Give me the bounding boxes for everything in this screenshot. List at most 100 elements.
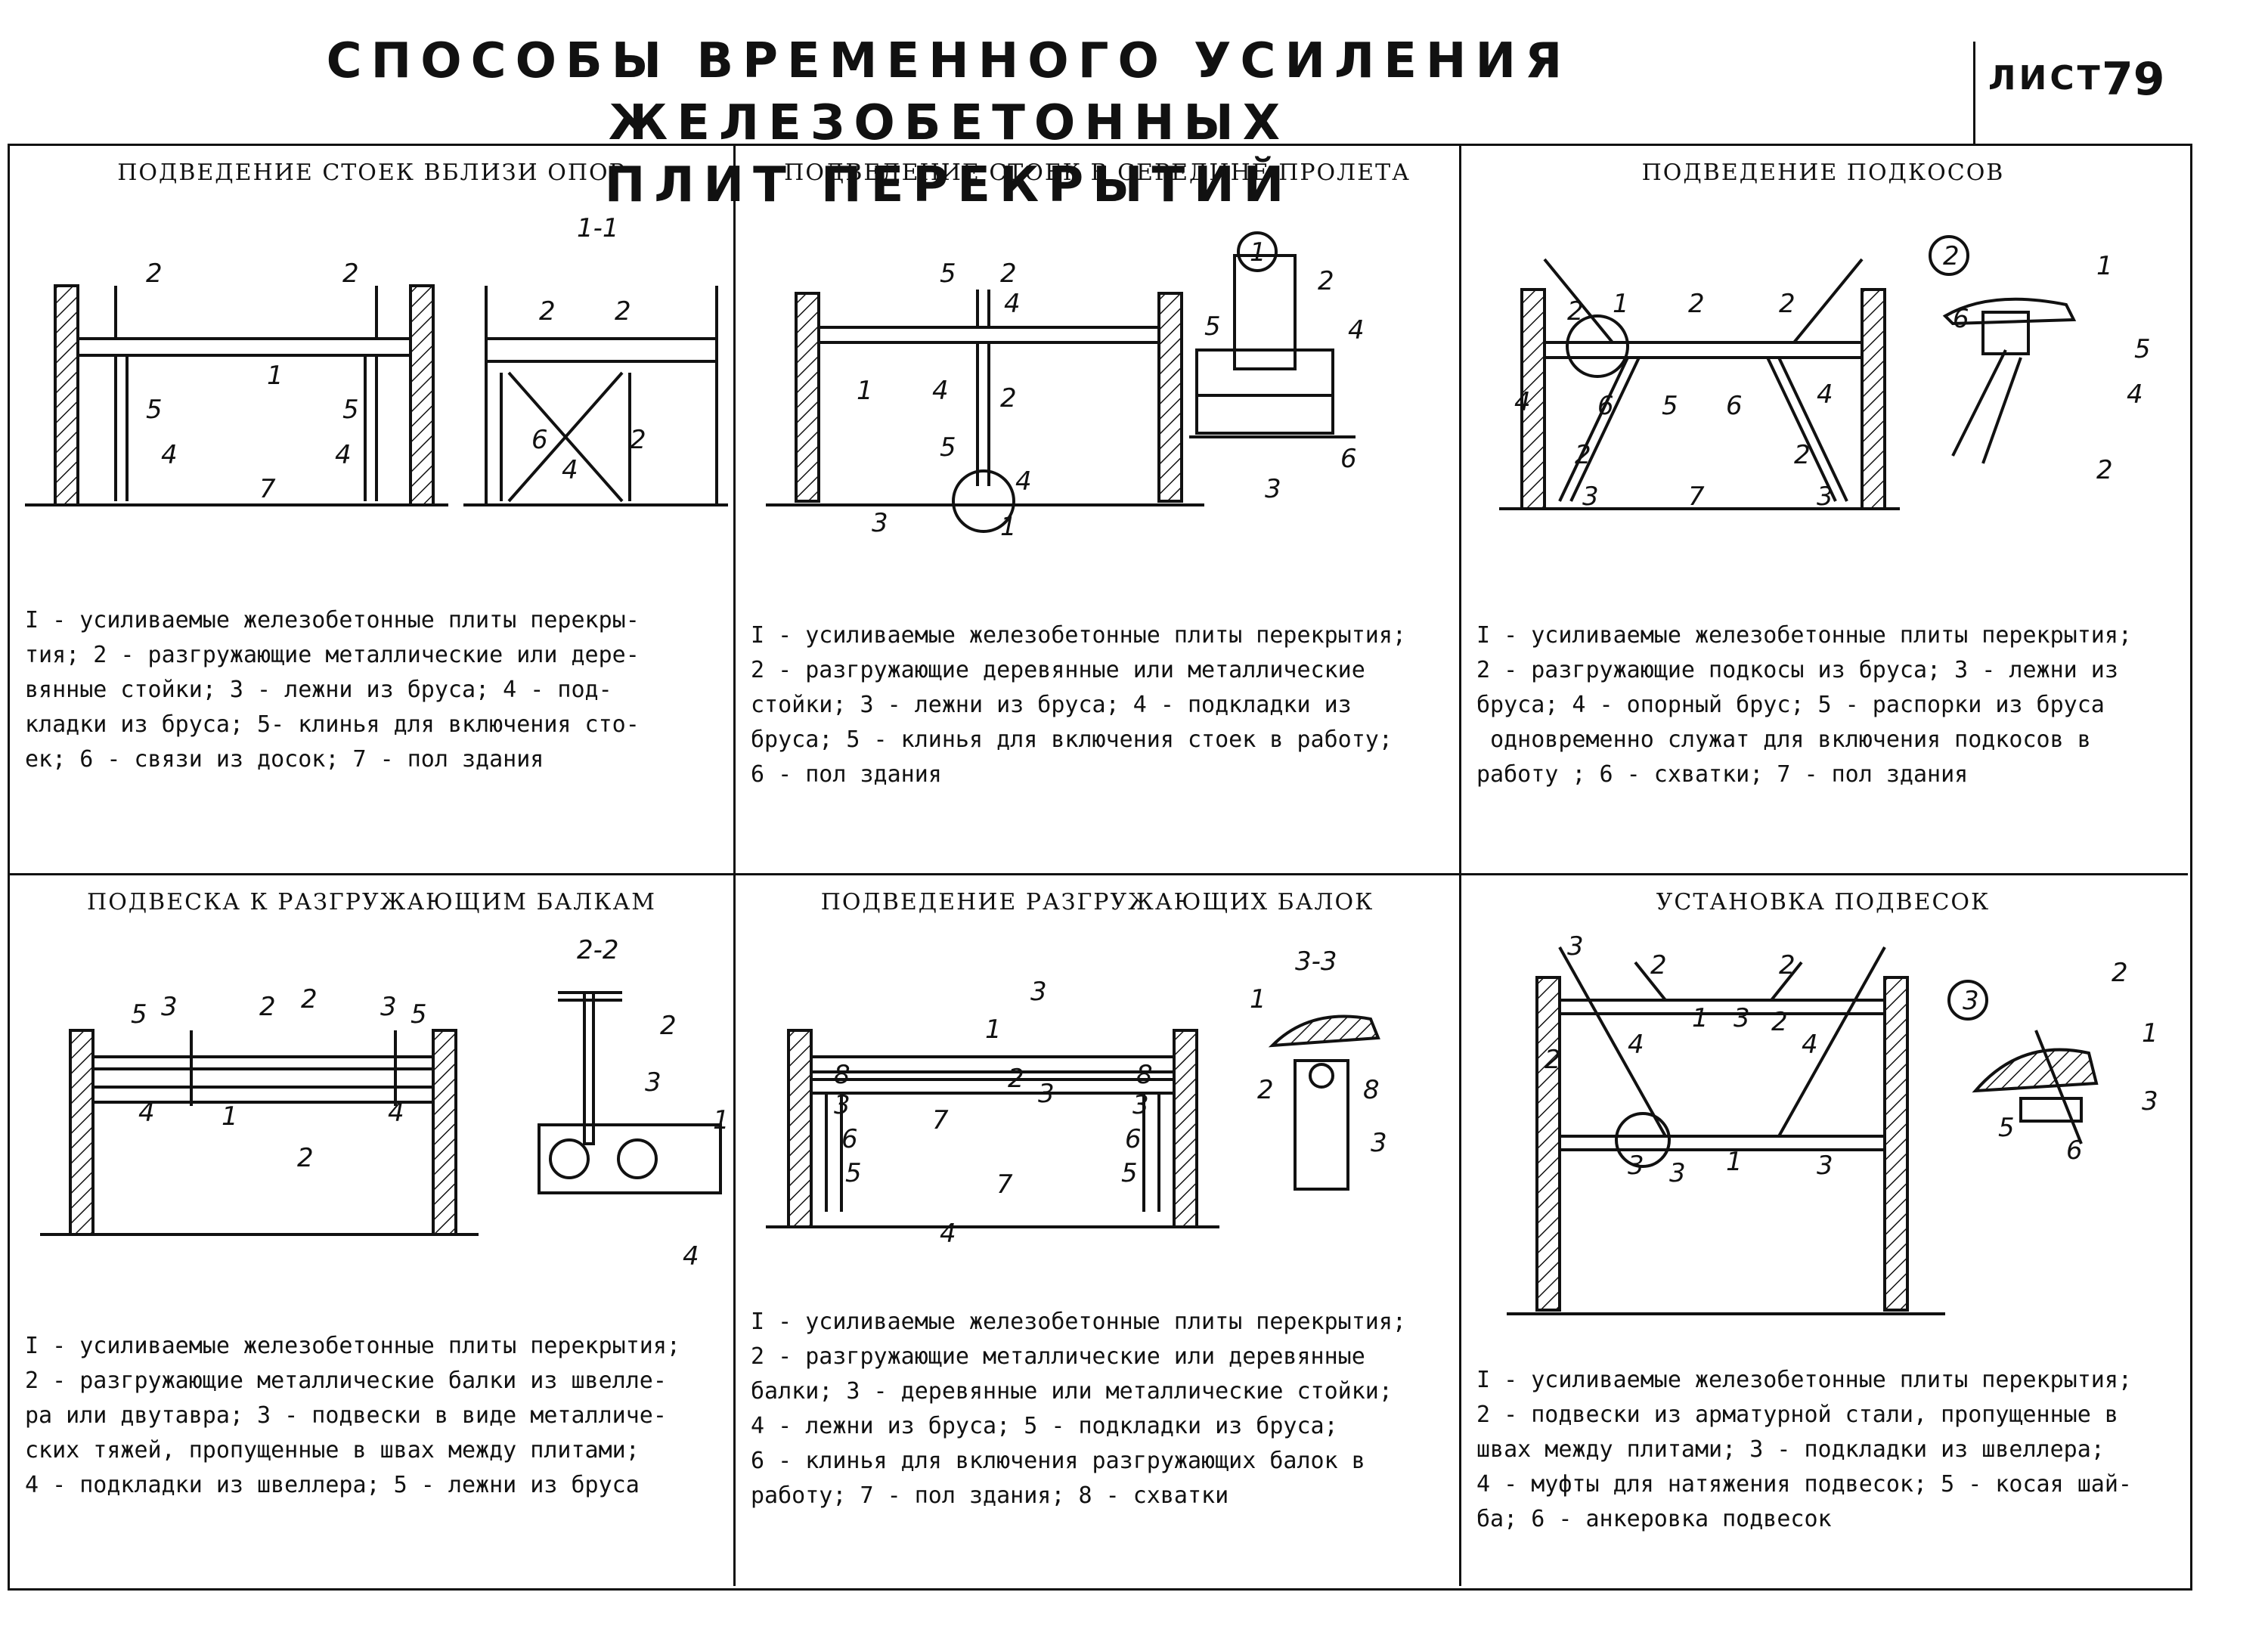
panel-title: УСТАНОВКА ПОДВЕСОК — [1656, 889, 1991, 915]
svg-text:3: 3 — [1817, 482, 1833, 512]
svg-text:5: 5 — [131, 999, 147, 1030]
svg-text:6: 6 — [1597, 391, 1614, 421]
svg-text:7: 7 — [932, 1105, 949, 1135]
panel-title: ПОДВЕДЕНИЕ РАЗГРУЖАЮЩИХ БАЛОК — [820, 889, 1374, 915]
svg-text:4: 4 — [562, 455, 578, 485]
svg-text:3: 3 — [2142, 1086, 2158, 1117]
svg-text:7: 7 — [996, 1169, 1013, 1200]
svg-text:7: 7 — [1688, 482, 1705, 512]
svg-text:3: 3 — [1030, 977, 1047, 1007]
panel-legend: I - усиливаемые железобетонные плиты пер… — [25, 607, 640, 773]
svg-text:6: 6 — [841, 1124, 858, 1154]
svg-text:3: 3 — [1265, 474, 1281, 504]
svg-text:2: 2 — [1943, 241, 1960, 271]
panel-title: ПОДВЕДЕНИЕ СТОЕК ВБЛИЗИ ОПОР — [117, 160, 626, 186]
svg-text:3: 3 — [1582, 482, 1599, 512]
svg-text:5: 5 — [1662, 391, 1678, 421]
svg-text:5: 5 — [411, 999, 427, 1030]
svg-text:2: 2 — [539, 296, 556, 327]
svg-text:3: 3 — [1371, 1128, 1387, 1158]
svg-text:1: 1 — [857, 376, 873, 406]
svg-text:2: 2 — [1575, 440, 1591, 470]
svg-text:4: 4 — [683, 1241, 699, 1272]
svg-text:1: 1 — [1250, 984, 1266, 1014]
svg-text:3: 3 — [1567, 931, 1584, 962]
svg-text:3-3: 3-3 — [1295, 946, 1337, 977]
svg-text:2: 2 — [301, 984, 318, 1014]
svg-text:3: 3 — [1669, 1158, 1686, 1188]
svg-text:1: 1 — [985, 1014, 1002, 1045]
panel-title: ПОДВЕСКА К РАЗГРУЖАЮЩИМ БАЛКАМ — [87, 889, 656, 915]
panel-legend: I - усиливаемые железобетонные плиты пер… — [1476, 1367, 2132, 1532]
svg-text:4: 4 — [1514, 387, 1531, 417]
svg-text:2: 2 — [630, 425, 646, 455]
svg-text:6: 6 — [1125, 1124, 1142, 1154]
svg-text:4: 4 — [1015, 466, 1032, 497]
svg-text:3: 3 — [380, 992, 397, 1022]
svg-text:5: 5 — [940, 432, 956, 463]
svg-text:2: 2 — [660, 1011, 677, 1041]
svg-text:3: 3 — [1132, 1090, 1149, 1120]
svg-text:2: 2 — [1257, 1075, 1274, 1105]
svg-text:4: 4 — [335, 440, 352, 470]
svg-text:3: 3 — [1628, 1151, 1644, 1181]
svg-text:4: 4 — [1004, 289, 1021, 319]
sheet-label: ЛИСТ — [1988, 59, 2103, 98]
sheet-number: 79 — [2102, 53, 2165, 106]
svg-text:5: 5 — [1121, 1158, 1138, 1188]
svg-text:2: 2 — [1779, 289, 1796, 319]
svg-text:2: 2 — [1779, 950, 1796, 980]
svg-text:4: 4 — [932, 376, 949, 406]
panel-title: ПОДВЕДЕНИЕ СТОЕК В СЕРЕДИНЕ ПРОЛЕТА — [784, 160, 1411, 186]
svg-text:4: 4 — [940, 1219, 956, 1249]
svg-text:7: 7 — [259, 474, 276, 504]
svg-text:3: 3 — [834, 1090, 850, 1120]
svg-text:2: 2 — [1545, 1045, 1561, 1075]
svg-text:2: 2 — [1771, 1007, 1788, 1037]
svg-text:1: 1 — [713, 1105, 730, 1135]
svg-text:6: 6 — [2066, 1135, 2083, 1166]
svg-text:3: 3 — [1038, 1079, 1055, 1109]
panel-legend: I - усиливаемые железобетонные плиты пер… — [751, 622, 1406, 788]
svg-text:5: 5 — [2134, 334, 2151, 364]
svg-text:3: 3 — [872, 508, 888, 538]
svg-text:1: 1 — [1250, 237, 1266, 268]
grid-vertical-1 — [733, 144, 736, 1586]
title-block-divider — [1973, 42, 1975, 144]
svg-text:5: 5 — [146, 395, 163, 425]
svg-text:4: 4 — [138, 1098, 155, 1128]
svg-text:5: 5 — [845, 1158, 862, 1188]
svg-text:4: 4 — [1817, 379, 1833, 410]
grid-horizontal — [8, 873, 2188, 875]
svg-text:4: 4 — [161, 440, 178, 470]
title-line-1: СПОСОБЫ ВРЕМЕННОГО УСИЛЕНИЯ ЖЕЛЕЗОБЕТОНН… — [326, 33, 1572, 151]
svg-text:2: 2 — [297, 1143, 314, 1173]
svg-text:1: 1 — [1692, 1003, 1709, 1033]
svg-text:4: 4 — [1628, 1030, 1644, 1060]
grid-vertical-2 — [1459, 144, 1461, 1586]
svg-text:3: 3 — [1963, 986, 1979, 1016]
svg-text:3: 3 — [1817, 1151, 1833, 1181]
svg-text:2: 2 — [1567, 296, 1584, 327]
svg-text:2: 2 — [1000, 383, 1017, 414]
svg-text:2-2: 2-2 — [577, 935, 619, 965]
svg-text:8: 8 — [1136, 1060, 1153, 1090]
svg-text:2: 2 — [259, 992, 276, 1022]
svg-text:4: 4 — [1802, 1030, 1818, 1060]
svg-text:5: 5 — [1998, 1113, 2015, 1143]
svg-text:1: 1 — [2142, 1018, 2158, 1049]
svg-text:1-1: 1-1 — [577, 213, 619, 243]
svg-text:2: 2 — [342, 259, 359, 289]
svg-text:1: 1 — [267, 361, 284, 391]
svg-text:3: 3 — [645, 1067, 662, 1098]
svg-text:2: 2 — [1650, 950, 1667, 980]
